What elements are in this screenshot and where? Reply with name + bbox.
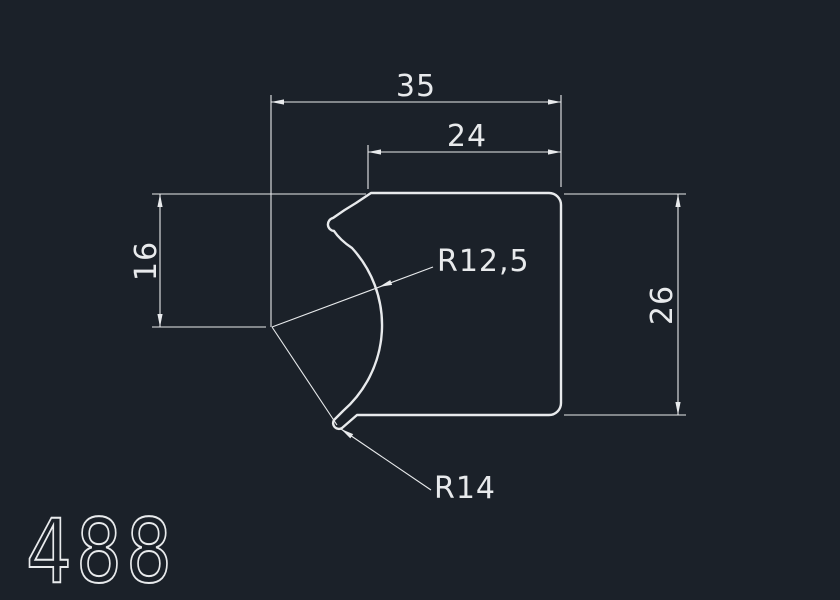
extension-lines: [152, 95, 686, 416]
r125-arrowhead-icon: [379, 280, 393, 287]
dim-label-left-height: 16: [129, 241, 164, 281]
profile-outline: [326, 191, 563, 431]
dim-label-inner-width: 24: [447, 119, 487, 154]
radius-leader-r14: [340, 428, 432, 491]
dim-label-radius-large: R12,5: [437, 244, 530, 279]
dim-label-right-height: 26: [645, 285, 680, 325]
dim-label-radius-small: R14: [434, 471, 496, 506]
part-number: 488: [26, 500, 176, 600]
dim-label-total-width: 35: [396, 69, 436, 104]
radius-line-r125: [271, 266, 434, 328]
r14-arrowhead-icon: [341, 429, 354, 439]
radius-line-center-to-hook: [271, 326, 338, 426]
